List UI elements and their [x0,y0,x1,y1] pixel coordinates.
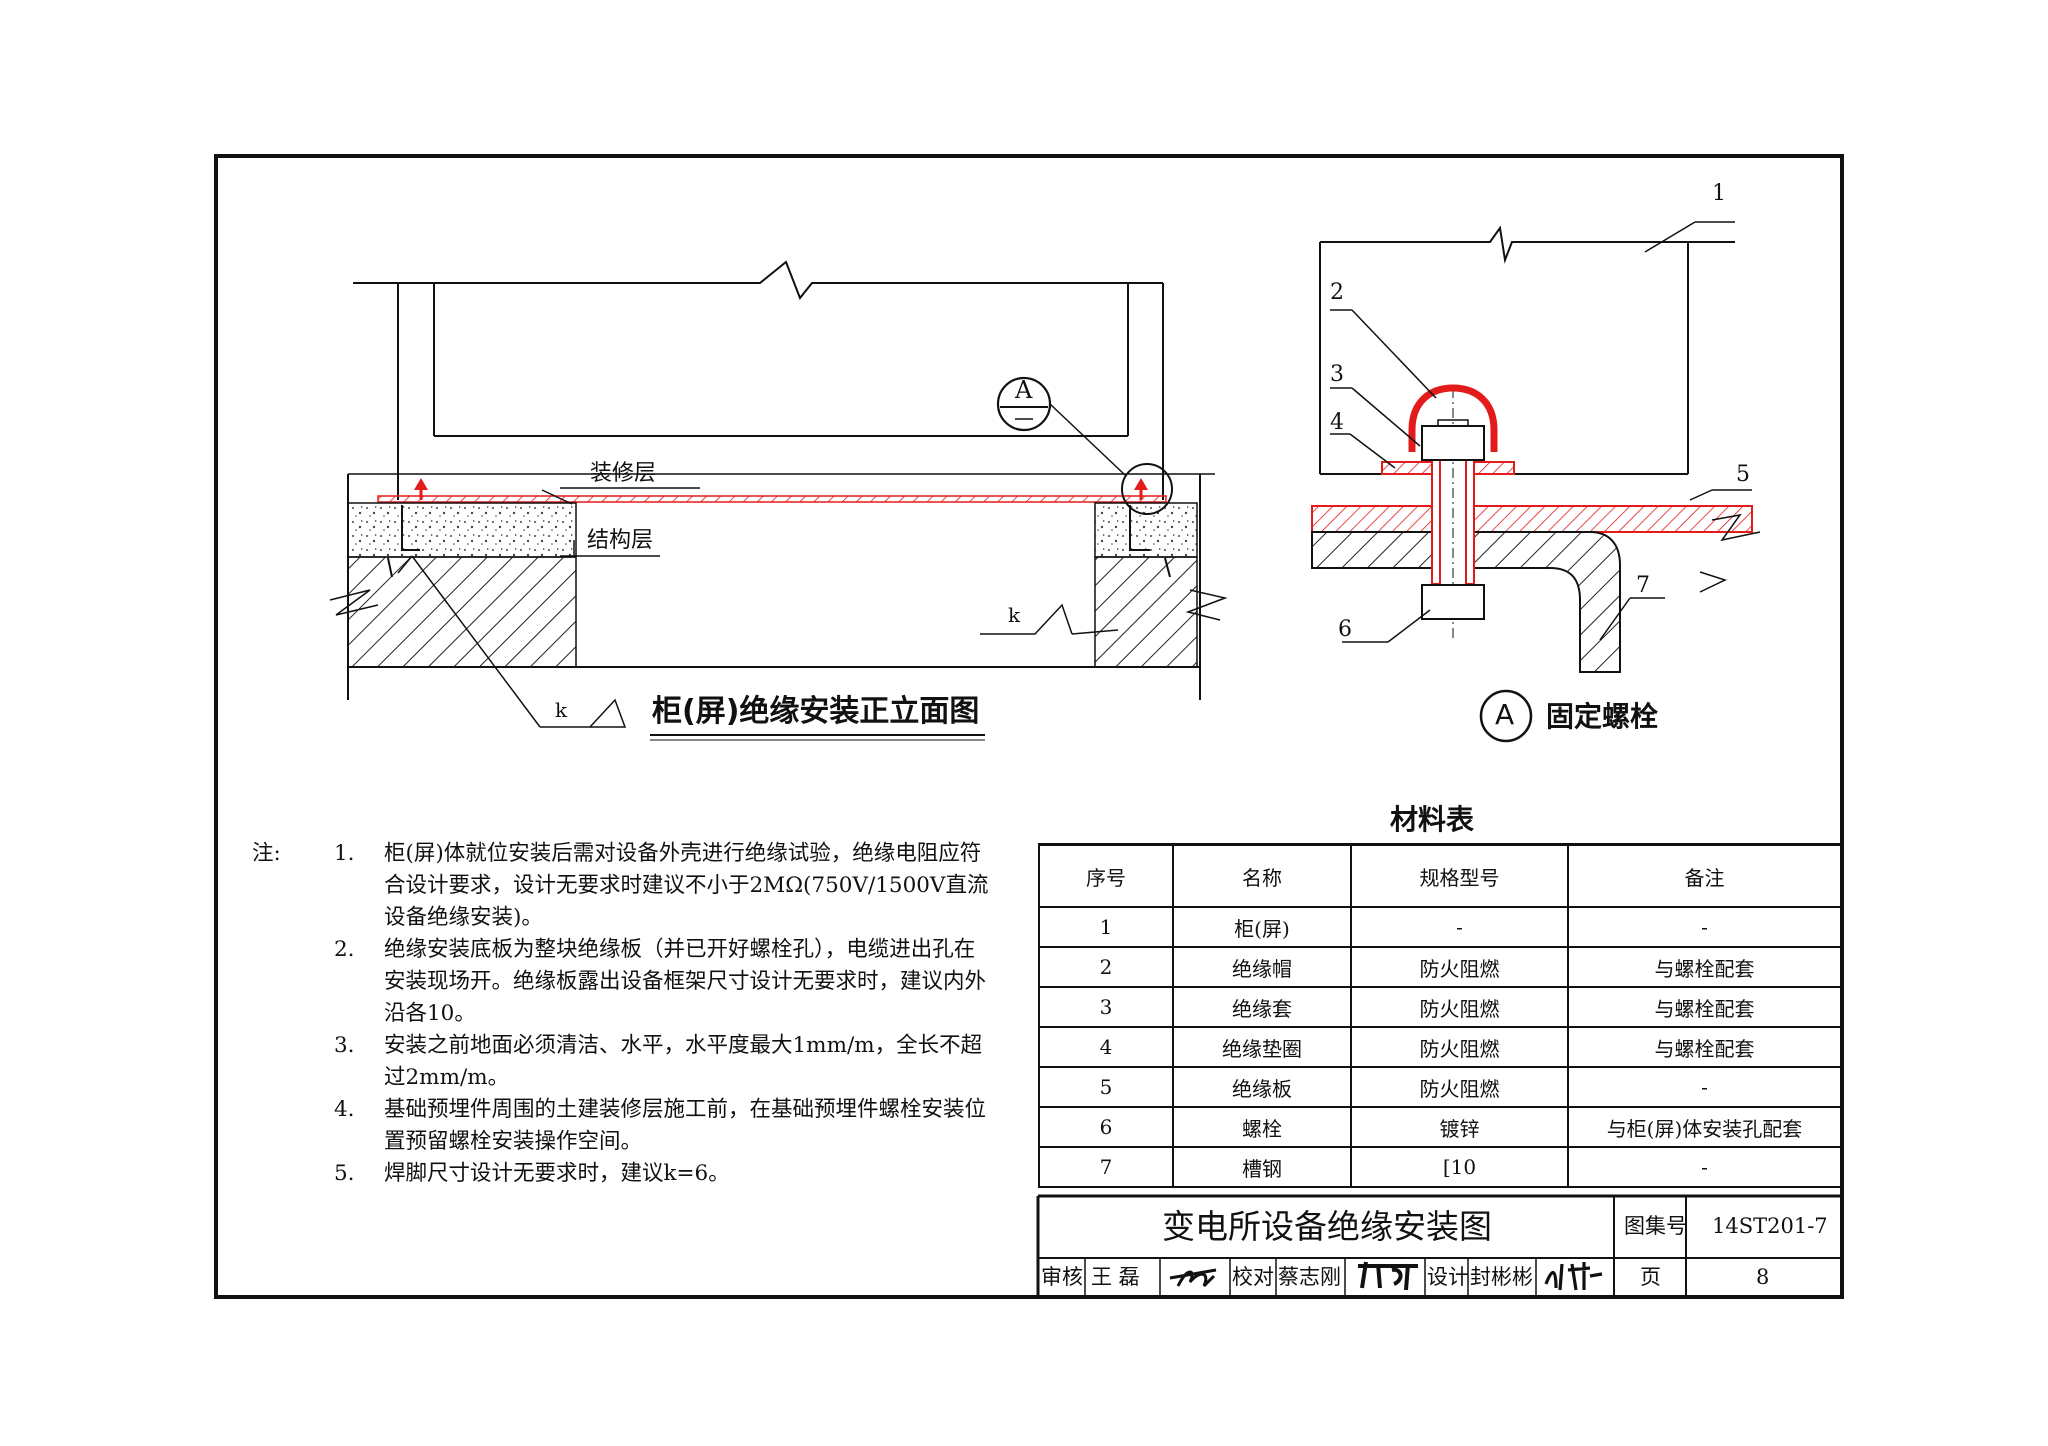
row-name: 柜(屏) [1172,906,1352,948]
note-text: 柜(屏)体就位安装后需对设备外壳进行绝缘试验，绝缘电阻应符合设计要求，设计无要求… [384,841,989,930]
detail-a-view [1311,221,1761,743]
row-name: 绝缘板 [1172,1066,1352,1108]
structure-layer-label: 结构层 [587,528,654,553]
elevation-detail-marker: A [1015,376,1033,404]
header-seq: 序号 [1038,843,1174,908]
notes-block: 注: 1. 柜(屏)体就位安装后需对设备外壳进行绝缘试验，绝缘电阻应符合设计要求，… [252,838,992,1190]
header-spec: 规格型号 [1350,843,1569,908]
row-name: 螺栓 [1172,1106,1352,1148]
note-item: 3. 安装之前地面必须清洁、水平，水平度最大1mm/m，全长不超过2mm/m。 [334,1030,992,1094]
weld-k-label-left: k [555,698,568,722]
row-seq: 3 [1038,986,1174,1028]
callout-5: 5 [1736,462,1750,487]
row-remark: 与柜(屏)体安装孔配套 [1567,1106,1842,1148]
atlas-label: 图集号 [1624,1214,1687,1238]
row-remark: - [1567,1146,1842,1188]
note-number: 4. [334,1097,355,1122]
row-seq: 7 [1038,1146,1174,1188]
note-item: 2. 绝缘安装底板为整块绝缘板（并已开好螺栓孔），电缆进出孔在安装现场开。绝缘板露… [334,934,992,1030]
row-spec: - [1350,906,1569,948]
note-number: 5. [334,1161,355,1186]
note-text: 基础预埋件周围的土建装修层施工前，在基础预埋件螺栓安装位置预留螺栓安装操作空间。 [384,1097,987,1154]
page-label: 页 [1640,1265,1661,1289]
note-text: 焊脚尺寸设计无要求时，建议k=6。 [384,1161,730,1186]
detail-marker-letter: A [1495,698,1515,731]
row-name: 绝缘垫圈 [1172,1026,1352,1068]
note-item: 5. 焊脚尺寸设计无要求时，建议k=6。 [334,1158,992,1190]
row-seq: 1 [1038,906,1174,948]
reviewer-name: 王 磊 [1091,1265,1140,1289]
row-name: 绝缘帽 [1172,946,1352,988]
row-remark: - [1567,906,1842,948]
row-seq: 5 [1038,1066,1174,1108]
row-spec: 防火阻燃 [1350,946,1569,988]
header-remark: 备注 [1567,843,1842,908]
atlas-number: 14ST201-7 [1712,1214,1828,1238]
note-number: 2. [334,937,355,962]
materials-header-row: 序号 名称 规格型号 备注 [1038,843,1842,908]
checker-name: 蔡志刚 [1278,1265,1341,1289]
detail-title: 固定螺栓 [1546,700,1659,733]
header-name: 名称 [1172,843,1352,908]
callout-1: 1 [1712,181,1726,206]
note-text: 绝缘安装底板为整块绝缘板（并已开好螺栓孔），电缆进出孔在安装现场开。绝缘板露出设… [384,937,987,1026]
row-name: 槽钢 [1172,1146,1352,1188]
drawing-title: 变电所设备绝缘安装图 [1162,1207,1492,1246]
callout-4: 4 [1330,410,1344,435]
designer-name: 封彬彬 [1470,1265,1533,1289]
row-name: 绝缘套 [1172,986,1352,1028]
note-number: 1. [334,841,355,866]
design-label: 设计 [1427,1265,1469,1289]
page-number: 8 [1756,1265,1770,1289]
notes-heading: 注: [252,841,281,866]
row-spec: [10 [1350,1146,1569,1188]
elevation-title: 柜(屏)绝缘安装正立面图 [652,694,980,729]
note-number: 3. [334,1033,355,1058]
callout-3: 3 [1330,362,1344,387]
drawing-frame [214,154,1844,1299]
row-remark: - [1567,1066,1842,1108]
row-seq: 4 [1038,1026,1174,1068]
row-spec: 防火阻燃 [1350,986,1569,1028]
review-label: 审核 [1041,1265,1083,1289]
callout-2: 2 [1330,280,1344,305]
row-spec: 防火阻燃 [1350,1066,1569,1108]
note-text: 安装之前地面必须清洁、水平，水平度最大1mm/m，全长不超过2mm/m。 [384,1033,983,1090]
row-spec: 镀锌 [1350,1106,1569,1148]
row-remark: 与螺栓配套 [1567,986,1842,1028]
row-seq: 6 [1038,1106,1174,1148]
row-remark: 与螺栓配套 [1567,946,1842,988]
weld-k-label-right: k [1008,603,1021,627]
row-spec: 防火阻燃 [1350,1026,1569,1068]
notes-list: 1. 柜(屏)体就位安装后需对设备外壳进行绝缘试验，绝缘电阻应符合设计要求，设计无… [252,838,992,1190]
check-label: 校对 [1232,1265,1274,1289]
note-item: 1. 柜(屏)体就位安装后需对设备外壳进行绝缘试验，绝缘电阻应符合设计要求，设计无… [334,838,992,934]
materials-title: 材料表 [1390,803,1475,836]
row-remark: 与螺栓配套 [1567,1026,1842,1068]
note-item: 4. 基础预埋件周围的土建装修层施工前，在基础预埋件螺栓安装位置预留螺栓安装操作空… [334,1094,992,1158]
elevation-view [329,260,1228,741]
row-seq: 2 [1038,946,1174,988]
callout-6: 6 [1338,617,1352,642]
callout-7: 7 [1636,573,1650,598]
finish-layer-label: 装修层 [590,461,657,486]
